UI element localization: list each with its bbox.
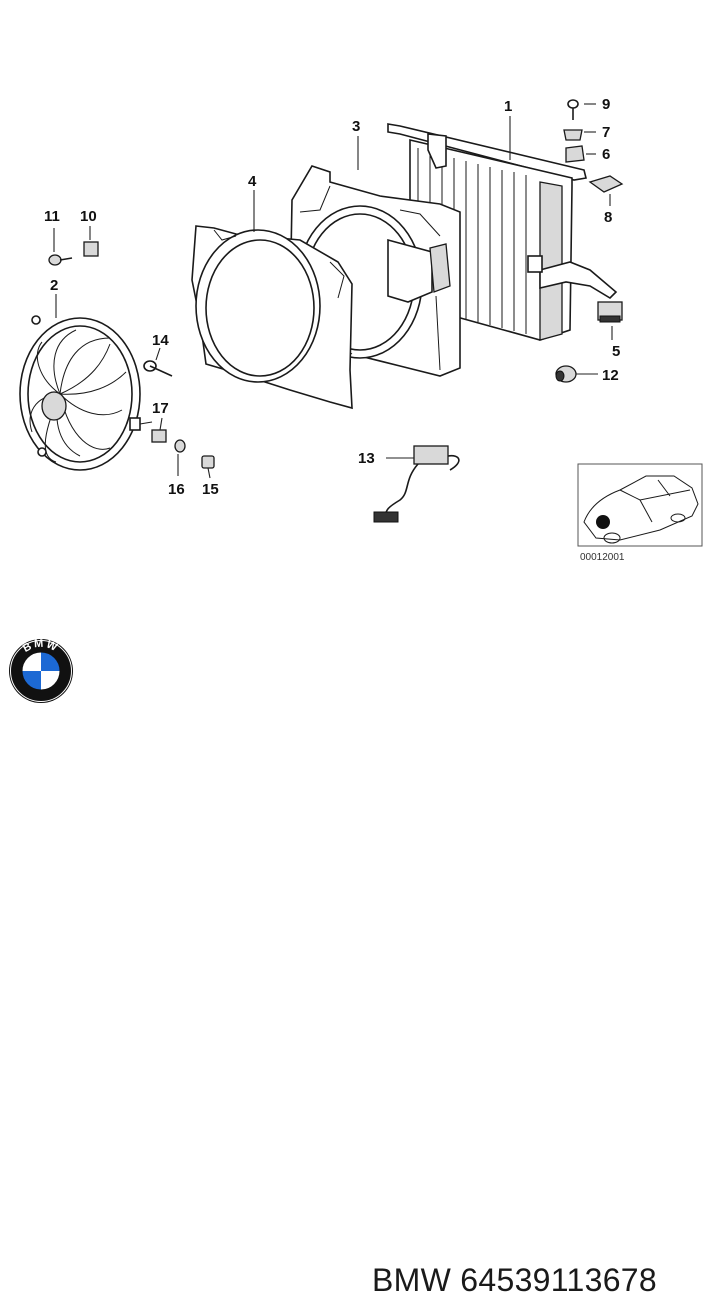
grommet-part-6 (565, 145, 585, 163)
callout-5: 5 (612, 343, 620, 360)
callout-11: 11 (44, 208, 60, 225)
connector-part-5 (597, 301, 623, 323)
callout-15: 15 (202, 481, 219, 498)
shroud-ring-part (191, 225, 353, 410)
callout-8: 8 (604, 209, 612, 226)
callout-14: 14 (152, 332, 169, 349)
logo-lettering: BMW (21, 638, 59, 655)
callout-4: 4 (248, 173, 257, 190)
screw-part-11 (48, 254, 73, 266)
bolt-part-14 (143, 360, 173, 377)
svg-text:BMW: BMW (21, 638, 61, 655)
callout-17: 17 (152, 400, 169, 417)
spacer-part-15 (201, 455, 215, 469)
callout-7: 7 (602, 124, 610, 141)
callout-3: 3 (352, 118, 360, 135)
part-number-label: BMW 64539113678 (372, 1262, 657, 1298)
sensor-part-12 (555, 365, 577, 383)
exploded-parts-diagram: 1 2 3 4 5 6 7 8 9 10 11 12 13 14 15 16 1… (19, 96, 703, 563)
callout-16: 16 (168, 481, 185, 498)
callout-10: 10 (80, 208, 97, 225)
nut-part-7 (563, 129, 583, 141)
location-marker-icon (596, 515, 610, 529)
screw-part-9 (567, 99, 579, 120)
leader-lines (53, 103, 613, 479)
bmw-logo-icon: BMW (9, 638, 73, 703)
brand-footer: BMW BMW 64539113678 (0, 628, 720, 1298)
callout-6: 6 (602, 146, 610, 163)
callout-13: 13 (358, 450, 375, 467)
inset-code: 00012001 (580, 552, 625, 563)
bracket-part-8 (588, 175, 624, 193)
vehicle-locator-inset: 00012001 (577, 463, 703, 563)
callout-2: 2 (50, 277, 58, 294)
bushing-part-17 (151, 429, 167, 443)
callout-9: 9 (602, 96, 610, 113)
fan-assembly-part (19, 315, 153, 471)
washer-part-16 (174, 439, 186, 453)
callout-1: 1 (504, 98, 512, 115)
resistor-harness-part-13 (373, 445, 460, 523)
clip-part-10 (83, 241, 99, 257)
callout-12: 12 (602, 367, 619, 384)
